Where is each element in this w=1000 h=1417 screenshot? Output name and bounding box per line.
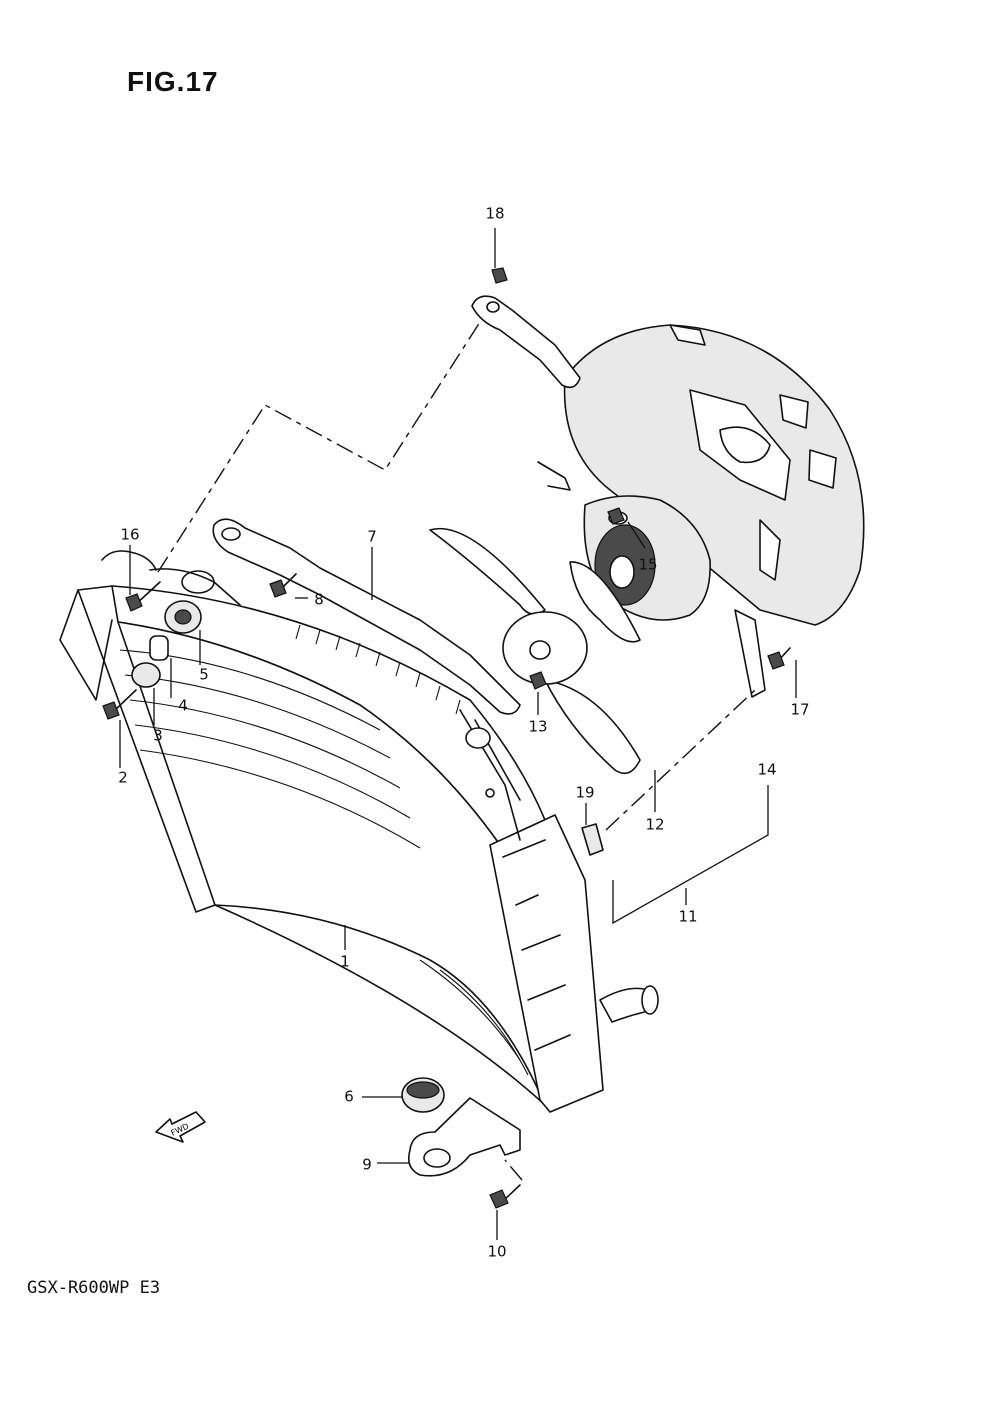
callout-7: 7 [367, 527, 377, 546]
callout-14: 14 [757, 760, 777, 779]
fan-blade [429, 527, 641, 775]
figure-title: FIG.17 [127, 66, 219, 97]
callout-8: 8 [314, 590, 324, 609]
forward-direction-arrow: FWD [155, 1111, 206, 1143]
leader-lines [119, 228, 797, 1240]
fasteners [102, 507, 791, 1209]
callout-3: 3 [153, 726, 163, 745]
callout-4: 4 [178, 696, 188, 715]
fan-shroud [537, 324, 865, 626]
callout-5: 5 [199, 665, 209, 684]
callout-19: 19 [575, 783, 595, 802]
callout-18: 18 [485, 204, 505, 223]
callout-1: 1 [340, 952, 350, 971]
callout-12: 12 [645, 815, 665, 834]
model-code-label: GSX-R600WP E3 [27, 1278, 161, 1298]
callout-15: 15 [638, 555, 658, 574]
upper-bracket [212, 518, 521, 841]
callout-10: 10 [487, 1242, 507, 1261]
callout-16: 16 [120, 525, 140, 544]
callout-13: 13 [528, 717, 548, 736]
callout-17: 17 [790, 700, 810, 719]
callout-2: 2 [118, 768, 128, 787]
callout-6: 6 [344, 1087, 354, 1106]
callout-11: 11 [678, 907, 698, 926]
radiator-core [59, 550, 546, 1106]
callout-9: 9 [362, 1155, 372, 1174]
shroud-stays [471, 267, 766, 698]
radiator-side-tank [489, 814, 659, 1113]
